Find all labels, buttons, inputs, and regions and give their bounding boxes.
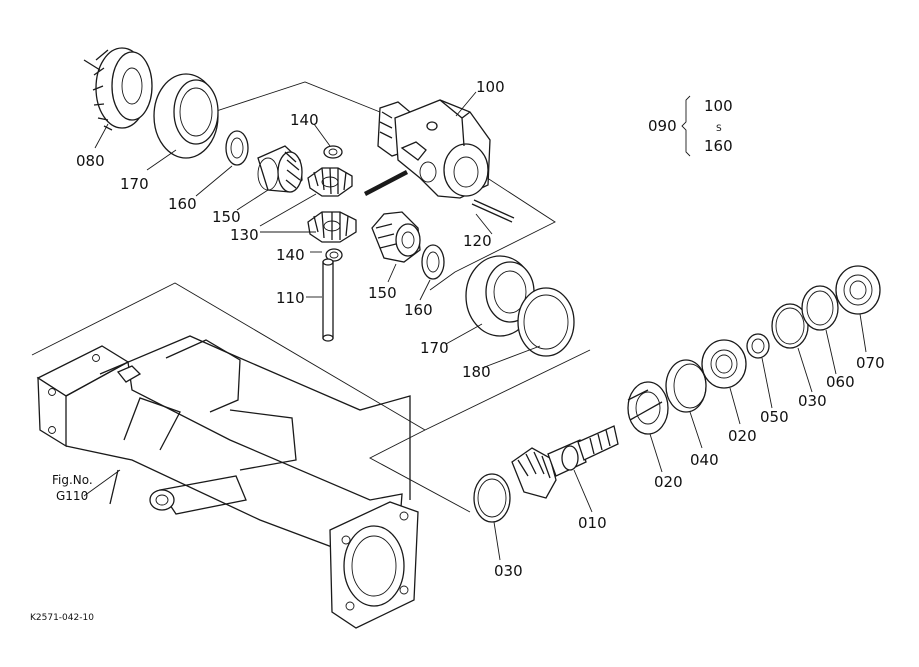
pin-120 bbox=[364, 170, 515, 223]
label-030-lower: 030 bbox=[494, 562, 523, 580]
pinion-gear-130-lower bbox=[307, 211, 357, 243]
label-040: 040 bbox=[690, 451, 719, 469]
label-050: 050 bbox=[760, 408, 789, 426]
bearing-170-upper bbox=[153, 73, 219, 159]
range-from-label: 100 bbox=[704, 97, 733, 115]
leader-lines bbox=[83, 91, 867, 561]
range-separator: S bbox=[716, 124, 722, 134]
gear-080 bbox=[83, 47, 153, 131]
side-gear-150-lower bbox=[371, 211, 421, 263]
label-170-upper: 170 bbox=[120, 175, 149, 193]
drawing-code: K2571-042-10 bbox=[30, 613, 94, 623]
label-160-upper: 160 bbox=[168, 195, 197, 213]
bearing-020-right bbox=[701, 339, 747, 389]
fig-ref-line1: Fig.No. bbox=[52, 473, 93, 487]
side-gear-150-upper bbox=[257, 145, 303, 193]
washer-140-lower bbox=[325, 248, 343, 262]
group-outline-lower bbox=[31, 282, 591, 513]
pinion-gear-130-upper bbox=[307, 167, 353, 197]
label-080: 080 bbox=[76, 152, 105, 170]
label-100: 100 bbox=[476, 78, 505, 96]
bearing-020-left bbox=[627, 381, 669, 435]
label-120: 120 bbox=[463, 232, 492, 250]
washer-160-upper bbox=[225, 130, 249, 166]
collar-040 bbox=[665, 359, 707, 413]
diff-case-100 bbox=[377, 99, 491, 199]
washer-140-upper bbox=[323, 145, 343, 159]
label-060: 060 bbox=[826, 373, 855, 391]
ring-180 bbox=[517, 287, 575, 357]
range-bracket bbox=[681, 95, 691, 157]
snap-ring-030-upper bbox=[771, 303, 809, 349]
nut-050 bbox=[746, 333, 770, 359]
label-090: 090 bbox=[648, 117, 677, 135]
label-010: 010 bbox=[578, 514, 607, 532]
label-150-upper: 150 bbox=[212, 208, 241, 226]
snap-ring-030-lower bbox=[473, 473, 511, 523]
seal-070 bbox=[835, 265, 881, 315]
axle-housing bbox=[36, 335, 419, 629]
washer-160-lower bbox=[421, 244, 445, 280]
label-110: 110 bbox=[276, 289, 305, 307]
range-to-label: 160 bbox=[704, 137, 733, 155]
label-070: 070 bbox=[856, 354, 885, 372]
label-150-lower: 150 bbox=[368, 284, 397, 302]
label-160-lower: 160 bbox=[404, 301, 433, 319]
pinion-shaft-010 bbox=[511, 425, 619, 499]
label-140-lower: 140 bbox=[276, 246, 305, 264]
label-180: 180 bbox=[462, 363, 491, 381]
fig-ref-line2: G110 bbox=[56, 489, 88, 503]
snap-ring-060 bbox=[801, 285, 839, 331]
label-030-upper: 030 bbox=[798, 392, 827, 410]
label-130: 130 bbox=[230, 226, 259, 244]
shaft-110 bbox=[322, 258, 334, 342]
label-020-right: 020 bbox=[728, 427, 757, 445]
label-020-left: 020 bbox=[654, 473, 683, 491]
label-170-lower: 170 bbox=[420, 339, 449, 357]
bearing-170-lower bbox=[465, 255, 535, 337]
label-140-upper: 140 bbox=[290, 111, 319, 129]
